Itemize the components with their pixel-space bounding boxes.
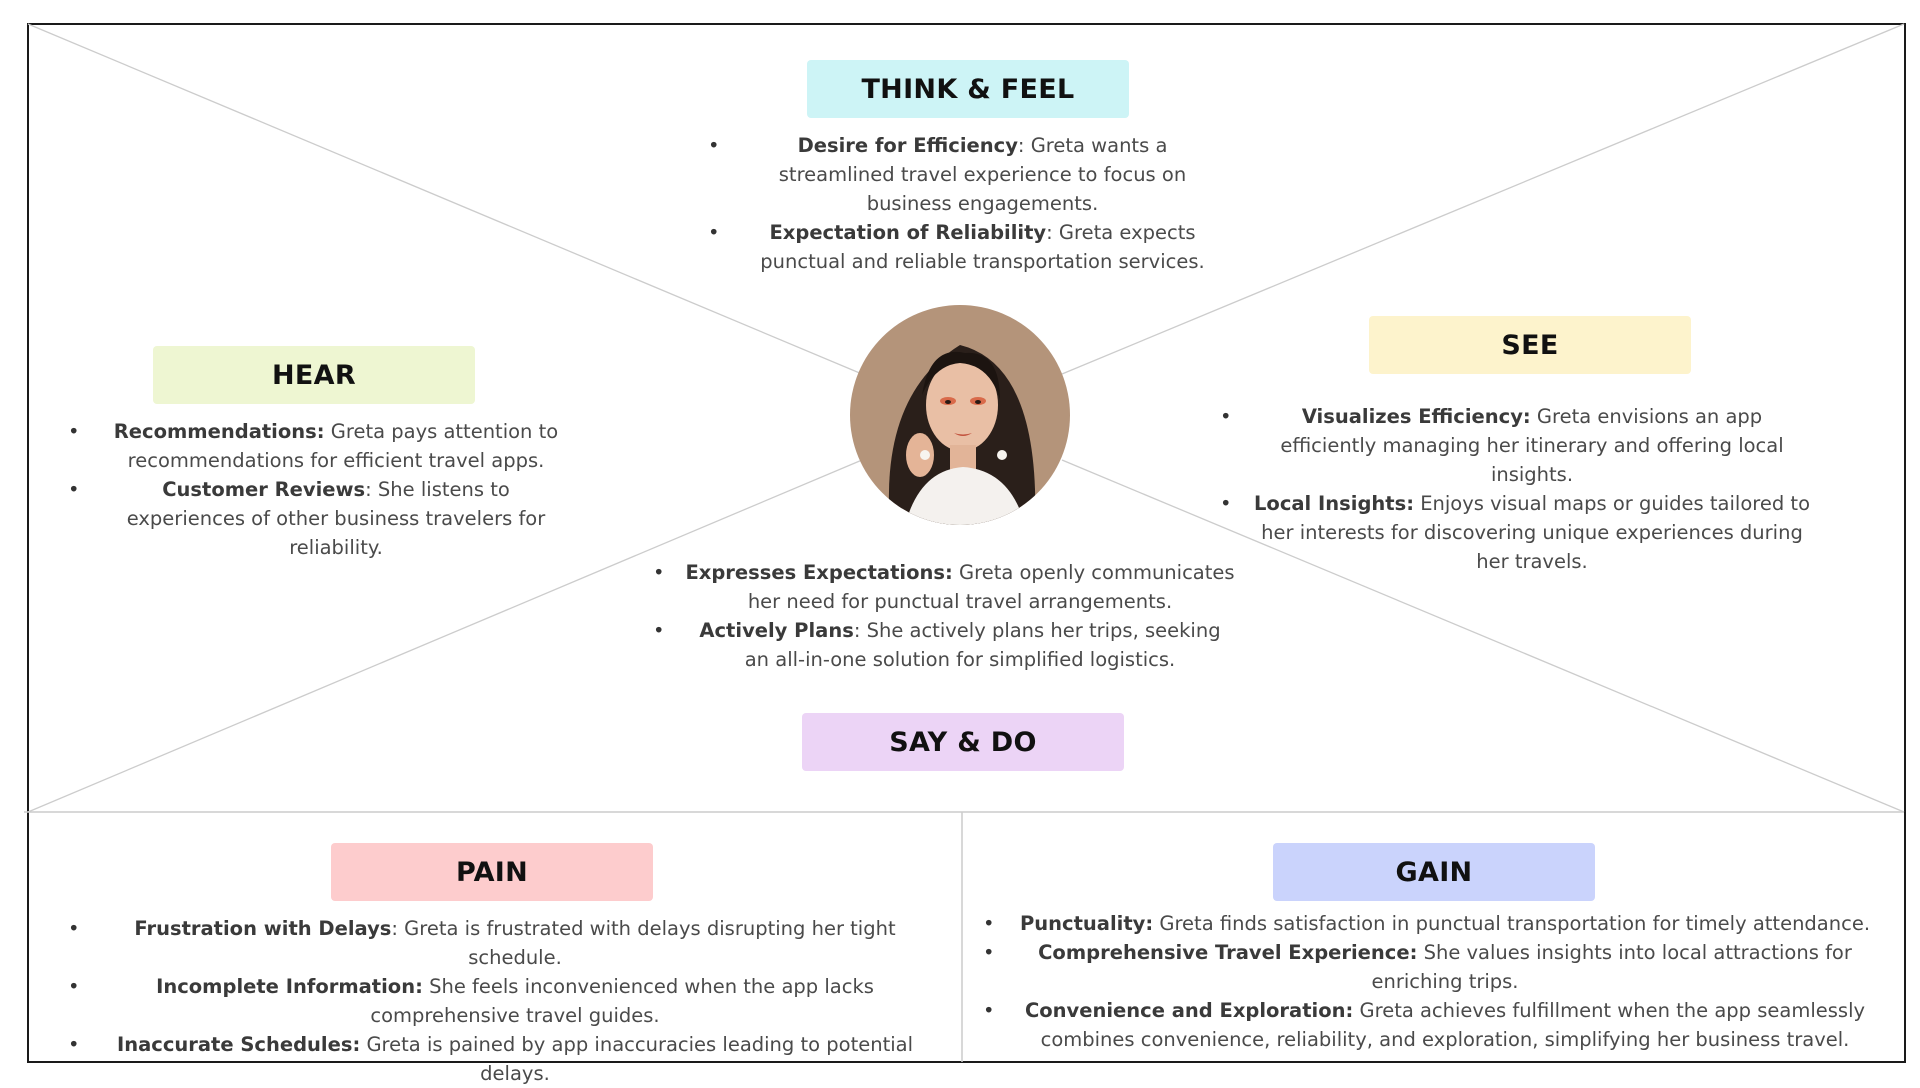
list-item: Recommendations: Greta pays attention to… [60, 417, 572, 475]
pain-label: PAIN [331, 843, 653, 901]
item-heading: Visualizes Efficiency: [1301, 405, 1531, 428]
bullet-list: Recommendations: Greta pays attention to… [60, 417, 572, 562]
see-label: SEE [1369, 316, 1691, 374]
item-heading: Recommendations: [113, 420, 325, 443]
say-do-content: Expresses Expectations: Greta openly com… [645, 558, 1235, 674]
item-heading: Frustration with Delays [134, 917, 392, 940]
list-item: Punctuality: Greta finds satisfaction in… [975, 909, 1875, 938]
item-heading: Expectation of Reliability [769, 221, 1047, 244]
pain-content: Frustration with Delays: Greta is frustr… [60, 914, 930, 1088]
bullet-list: Punctuality: Greta finds satisfaction in… [975, 909, 1875, 1054]
diagonal-bottom-left [27, 459, 863, 813]
bullet-list: Desire for Efficiency: Greta wants a str… [700, 131, 1225, 276]
list-item: Local Insights: Enjoys visual maps or gu… [1212, 489, 1812, 576]
item-text: Greta pays attention to recommendations … [127, 420, 559, 472]
persona-avatar [850, 305, 1070, 525]
list-item: Expectation of Reliability: Greta expect… [700, 218, 1225, 276]
bullet-list: Expresses Expectations: Greta openly com… [645, 558, 1235, 674]
item-text: She feels inconvenienced when the app la… [370, 975, 874, 1027]
list-item: Actively Plans: She actively plans her t… [645, 616, 1235, 674]
hear-content: Recommendations: Greta pays attention to… [60, 417, 572, 562]
gain-title: GAIN [1395, 856, 1473, 888]
item-heading: Incomplete Information: [156, 975, 423, 998]
item-heading: Desire for Efficiency [797, 134, 1018, 157]
think-feel-title: THINK & FEEL [861, 73, 1075, 105]
list-item: Frustration with Delays: Greta is frustr… [60, 914, 930, 972]
item-heading: Comprehensive Travel Experience: [1038, 941, 1418, 964]
hear-label: HEAR [153, 346, 475, 404]
item-heading: Inaccurate Schedules: [116, 1033, 361, 1056]
list-item: Visualizes Efficiency: Greta envisions a… [1212, 402, 1812, 489]
think-feel-label: THINK & FEEL [807, 60, 1129, 118]
list-item: Incomplete Information: She feels inconv… [60, 972, 930, 1030]
list-item: Customer Reviews: She listens to experie… [60, 475, 572, 562]
bullet-list: Visualizes Efficiency: Greta envisions a… [1212, 402, 1812, 576]
item-text: : Greta expects punctual and reliable tr… [760, 221, 1205, 273]
empathy-map-frame [27, 23, 1906, 1063]
say-do-label: SAY & DO [802, 713, 1124, 771]
item-text: : Greta is frustrated with delays disrup… [391, 917, 896, 969]
say-do-title: SAY & DO [889, 726, 1037, 758]
list-item: Comprehensive Travel Experience: She val… [975, 938, 1875, 996]
item-text: Greta openly communicates her need for p… [747, 561, 1235, 613]
persona-portrait-icon [850, 305, 1070, 525]
item-heading: Convenience and Exploration: [1024, 999, 1354, 1022]
item-text: Enjoys visual maps or guides tailored to… [1261, 492, 1810, 573]
list-item: Expresses Expectations: Greta openly com… [645, 558, 1235, 616]
list-item: Convenience and Exploration: Greta achie… [975, 996, 1875, 1054]
hear-title: HEAR [272, 359, 356, 391]
see-content: Visualizes Efficiency: Greta envisions a… [1212, 402, 1812, 576]
item-heading: Punctuality: [1019, 912, 1154, 935]
gain-content: Punctuality: Greta finds satisfaction in… [975, 909, 1875, 1054]
item-text: She values insights into local attractio… [1371, 941, 1852, 993]
diagonal-bottom-right [1061, 459, 1905, 813]
list-item: Desire for Efficiency: Greta wants a str… [700, 131, 1225, 218]
item-text: : Greta wants a streamlined travel exper… [778, 134, 1187, 215]
item-text: : She listens to experiences of other bu… [126, 478, 546, 559]
item-text: Greta achieves fulfillment when the app … [1040, 999, 1866, 1051]
item-text: : She actively plans her trips, seeking … [744, 619, 1221, 671]
item-heading: Expresses Expectations: [685, 561, 953, 584]
think-feel-content: Desire for Efficiency: Greta wants a str… [700, 131, 1225, 276]
see-title: SEE [1501, 329, 1559, 361]
bullet-list: Frustration with Delays: Greta is frustr… [60, 914, 930, 1088]
list-item: Inaccurate Schedules: Greta is pained by… [60, 1030, 930, 1088]
item-heading: Local Insights: [1254, 492, 1415, 515]
item-heading: Actively Plans [699, 619, 854, 642]
item-text: Greta envisions an app efficiently manag… [1280, 405, 1784, 486]
diagonal-top-left [27, 23, 863, 375]
pain-title: PAIN [455, 856, 529, 888]
item-text: Greta is pained by app inaccuracies lead… [360, 1033, 914, 1085]
diagonal-top-right [1061, 23, 1905, 375]
item-heading: Customer Reviews [162, 478, 366, 501]
item-text: Greta finds satisfaction in punctual tra… [1153, 912, 1871, 935]
gain-label: GAIN [1273, 843, 1595, 901]
